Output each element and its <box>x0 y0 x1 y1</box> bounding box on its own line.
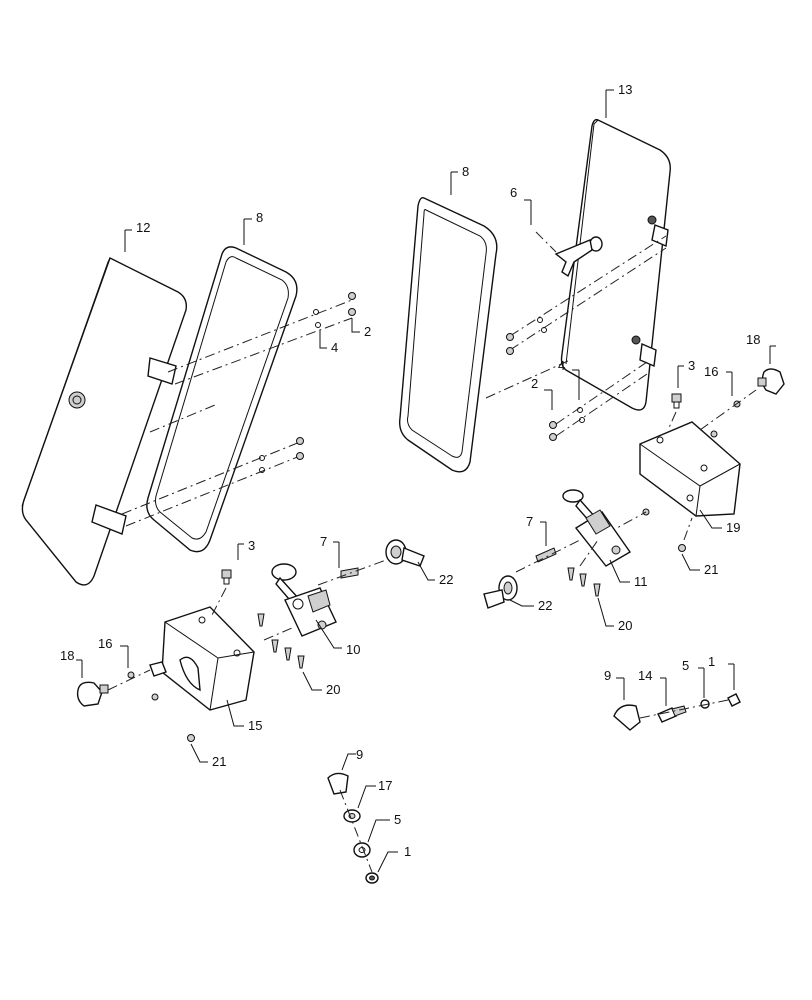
callout-4-left: 4 <box>331 340 338 355</box>
nut-1-right <box>727 693 741 707</box>
callout-21-right: 21 <box>704 562 718 577</box>
screws-20-right <box>567 567 601 597</box>
callout-3-left: 3 <box>248 538 255 553</box>
door-panel-right <box>560 118 671 411</box>
bolt-3-right <box>671 393 682 409</box>
nut-21-right <box>678 544 686 552</box>
callout-1-right: 1 <box>708 654 715 669</box>
callout-14: 14 <box>638 668 652 683</box>
callout-16-left: 16 <box>98 636 112 651</box>
fasteners-right-bottom <box>549 407 585 441</box>
screws-20-left <box>257 613 305 669</box>
door-panel-left <box>21 257 188 586</box>
callout-13: 13 <box>618 82 632 97</box>
handle-assembly-left <box>271 563 337 637</box>
callout-6: 6 <box>510 185 517 200</box>
clip-9-bottom <box>327 772 349 795</box>
callout-21-left: 21 <box>212 754 226 769</box>
bushing-17 <box>343 809 361 823</box>
callout-7-left: 7 <box>320 534 327 549</box>
callout-8-left: 8 <box>256 210 263 225</box>
bolt-7-left <box>340 567 359 579</box>
washer-5-right <box>700 699 710 709</box>
callout-9-bottom: 9 <box>356 747 363 762</box>
fasteners-left-bottom <box>259 437 304 473</box>
nut-1-bottom <box>365 872 379 884</box>
callout-5-bottom: 5 <box>394 812 401 827</box>
shroud-left <box>149 606 255 711</box>
callout-11: 11 <box>634 574 648 589</box>
callout-5-right: 5 <box>682 658 689 673</box>
callout-16-right: 16 <box>704 364 718 379</box>
stud-14 <box>657 705 687 723</box>
washer-5-bottom <box>353 842 371 858</box>
callout-18-right: 18 <box>746 332 760 347</box>
callout-19: 19 <box>726 520 740 535</box>
bolt-3-left <box>221 569 232 585</box>
callout-1-bottom: 1 <box>404 844 411 859</box>
callout-18-left: 18 <box>60 648 74 663</box>
callout-22-left: 22 <box>439 572 453 587</box>
fasteners-right-top <box>506 317 547 355</box>
washer-16-left <box>127 671 135 679</box>
callout-15: 15 <box>248 718 262 733</box>
shroud-right <box>639 421 741 517</box>
bolt-7-right <box>535 547 557 563</box>
switch-22-right <box>483 575 518 609</box>
callout-2-left: 2 <box>364 324 371 339</box>
callout-22-right: 22 <box>538 598 552 613</box>
nut-21-left <box>187 734 195 742</box>
callout-4-right: 4 <box>558 358 565 373</box>
callout-8-right: 8 <box>462 164 469 179</box>
callout-7-right: 7 <box>526 514 533 529</box>
seal-frame-left <box>146 246 298 553</box>
callout-17: 17 <box>378 778 392 793</box>
callout-20-left: 20 <box>326 682 340 697</box>
bumper-18-right <box>757 368 785 395</box>
callout-9-right: 9 <box>604 668 611 683</box>
bumper-18-left <box>76 681 109 707</box>
handle-assembly-right <box>562 489 632 567</box>
latch-knob-6 <box>554 236 603 278</box>
callout-10: 10 <box>346 642 360 657</box>
callout-3-right: 3 <box>688 358 695 373</box>
callout-2-right: 2 <box>531 376 538 391</box>
callout-20-right: 20 <box>618 618 632 633</box>
fasteners-left-top <box>313 292 356 328</box>
clip-9-right <box>613 704 641 731</box>
seal-frame-right <box>398 196 498 473</box>
callout-12: 12 <box>136 220 150 235</box>
switch-22-left <box>385 539 425 567</box>
